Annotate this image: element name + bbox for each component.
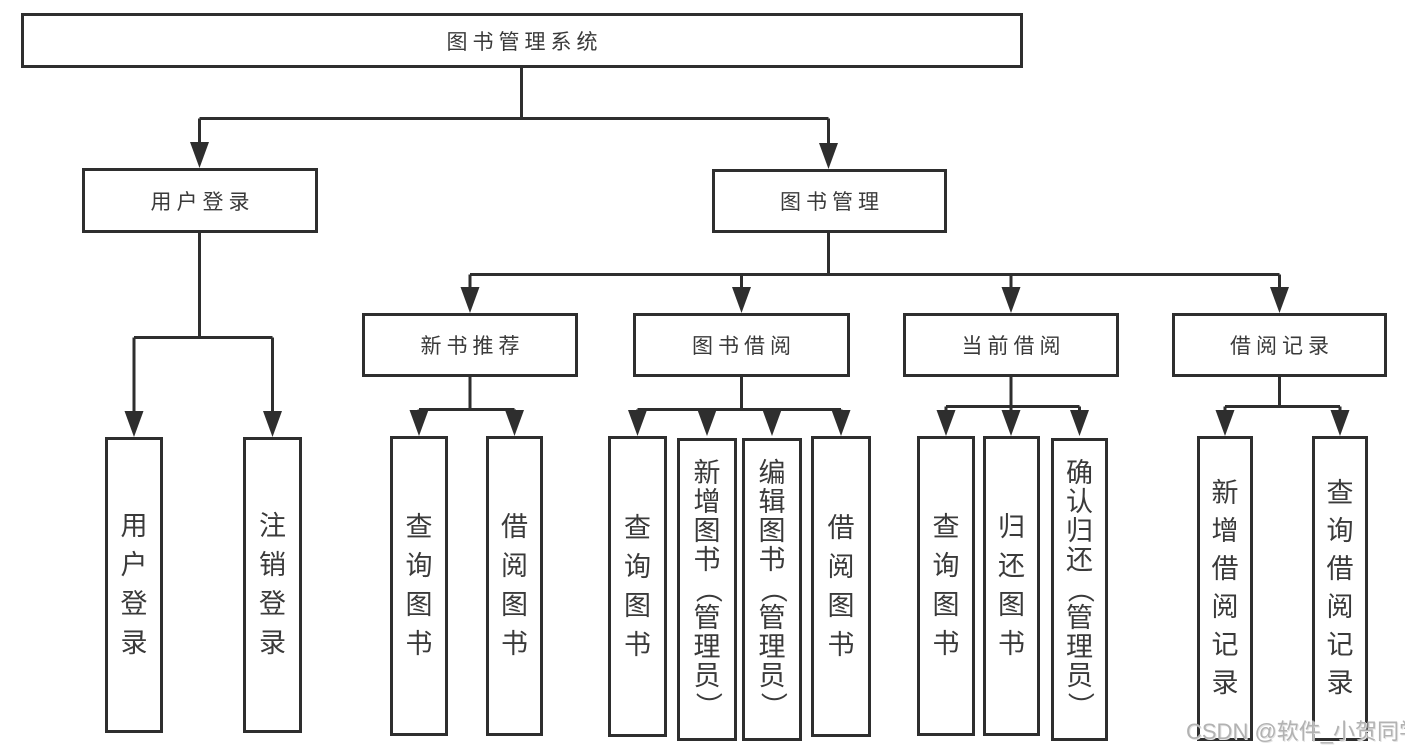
arrow-head bbox=[1001, 287, 1021, 313]
node-borrow-record-label: 借阅记录 bbox=[1230, 335, 1334, 358]
leaf-borrow-edit-book-label: 编辑图书（管理员） bbox=[757, 458, 788, 720]
arrow-head bbox=[762, 410, 782, 436]
arrow-head bbox=[1330, 410, 1350, 436]
leaf-borrow-add-book: 新增图书（管理员） bbox=[677, 438, 737, 741]
leaf-record-add-record: 新增借阅记录 bbox=[1197, 436, 1253, 741]
leaf-borrow-borrow-book: 借阅图书 bbox=[811, 436, 871, 737]
leaf-user-login: 用户登录 bbox=[105, 437, 163, 733]
arrow-head bbox=[831, 410, 851, 436]
arrow-head bbox=[460, 287, 480, 313]
arrow-head bbox=[1001, 410, 1021, 436]
leaf-user-login-label: 用户登录 bbox=[120, 511, 148, 658]
leaf-current-query-book: 查询图书 bbox=[917, 436, 975, 736]
node-root-label: 图书管理系统 bbox=[446, 30, 603, 54]
leaf-borrow-query-book: 查询图书 bbox=[608, 436, 667, 737]
leaf-borrow-query-book-label: 查询图书 bbox=[624, 512, 651, 660]
arrow-head bbox=[732, 287, 751, 313]
node-user-login: 用户登录 bbox=[82, 168, 318, 233]
node-current-borrow: 当前借阅 bbox=[903, 313, 1119, 377]
node-new-book-recommend-label: 新书推荐 bbox=[420, 335, 525, 358]
arrow-head bbox=[505, 410, 524, 436]
arrow-head bbox=[190, 142, 209, 168]
watermark: CSDN @软件_小贺同学 bbox=[1186, 719, 1405, 744]
node-new-book-recommend: 新书推荐 bbox=[362, 313, 578, 377]
arrow-head bbox=[1215, 410, 1235, 436]
leaf-current-confirm-return: 确认归还（管理员） bbox=[1051, 438, 1108, 741]
leaf-recommend-query-book-label: 查询图书 bbox=[405, 512, 433, 659]
leaf-current-confirm-return-label: 确认归还（管理员） bbox=[1065, 458, 1095, 720]
leaf-recommend-borrow-book: 借阅图书 bbox=[486, 436, 543, 736]
node-borrow-record: 借阅记录 bbox=[1172, 313, 1387, 377]
leaf-record-add-record-label: 新增借阅记录 bbox=[1211, 478, 1239, 698]
leaf-record-query-record-label: 查询借阅记录 bbox=[1326, 478, 1354, 698]
node-user-login-label: 用户登录 bbox=[150, 190, 255, 214]
leaf-borrow-add-book-label: 新增图书（管理员） bbox=[692, 458, 723, 720]
leaf-record-query-record: 查询借阅记录 bbox=[1312, 436, 1368, 741]
leaf-current-return-book-label: 归还图书 bbox=[998, 512, 1025, 659]
arrow-head bbox=[936, 410, 956, 436]
leaf-current-query-book-label: 查询图书 bbox=[932, 512, 960, 659]
arrow-head bbox=[628, 410, 647, 436]
node-book-management: 图书管理 bbox=[712, 169, 947, 233]
node-book-borrow: 图书借阅 bbox=[633, 313, 850, 377]
arrow-head bbox=[697, 410, 717, 436]
arrow-head bbox=[819, 143, 838, 169]
leaf-borrow-borrow-book-label: 借阅图书 bbox=[827, 512, 855, 660]
leaf-current-return-book: 归还图书 bbox=[983, 436, 1040, 736]
leaf-recommend-query-book: 查询图书 bbox=[390, 436, 448, 736]
leaf-logout: 注销登录 bbox=[243, 437, 302, 733]
arrow-head bbox=[124, 411, 144, 437]
node-book-borrow-label: 图书借阅 bbox=[692, 335, 796, 358]
node-current-borrow-label: 当前借阅 bbox=[961, 335, 1066, 358]
leaf-borrow-edit-book: 编辑图书（管理员） bbox=[742, 438, 802, 741]
node-book-management-label: 图书管理 bbox=[780, 191, 884, 214]
arrow-head bbox=[1070, 410, 1089, 436]
leaf-logout-label: 注销登录 bbox=[259, 511, 286, 658]
node-root: 图书管理系统 bbox=[21, 13, 1023, 68]
arrow-head bbox=[263, 411, 282, 437]
arrow-head bbox=[1270, 287, 1289, 313]
arrow-head bbox=[409, 410, 429, 436]
leaf-recommend-borrow-book-label: 借阅图书 bbox=[501, 512, 528, 659]
